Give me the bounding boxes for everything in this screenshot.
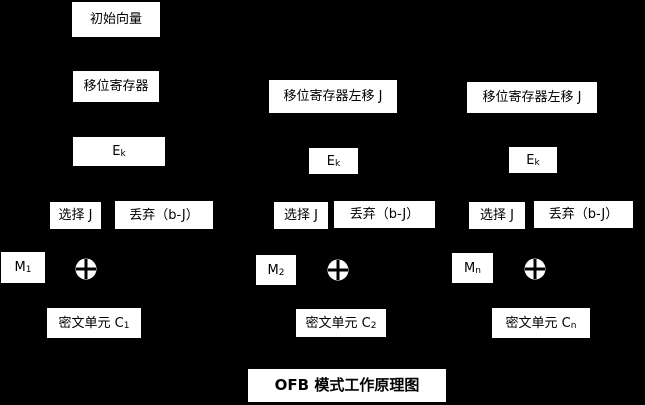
discard-box-1: 丢弃（b-J） — [115, 201, 213, 229]
xor-icon — [75, 258, 97, 280]
initial-vector-box: 初始向量 — [72, 2, 160, 37]
discard-box-2: 丢弃（b-J） — [334, 201, 435, 228]
encrypt-label: E — [526, 152, 535, 168]
discard-box-3: 丢弃（b-J） — [534, 201, 633, 228]
select-box-2: 选择 J — [274, 202, 328, 229]
encrypt-subscript: k — [335, 158, 341, 169]
shift-register-box-3: 移位寄存器左移 J — [467, 82, 597, 113]
ciphertext-subscript: n — [570, 320, 577, 331]
encrypt-subscript: k — [120, 149, 126, 159]
encrypt-subscript: k — [534, 157, 540, 168]
xor-icon — [327, 259, 349, 281]
select-box-3: 选择 J — [469, 202, 525, 229]
message-label: M — [14, 260, 26, 275]
message-subscript: 1 — [25, 265, 32, 275]
ciphertext-subscript: 1 — [123, 320, 130, 331]
message-label: M — [267, 262, 279, 278]
message-subscript: n — [475, 265, 481, 276]
diagram-title: OFB 模式工作原理图 — [248, 369, 446, 402]
encrypt-label: E — [112, 144, 121, 159]
shift-register-box-1: 移位寄存器 — [73, 71, 159, 102]
shift-register-box-2: 移位寄存器左移 J — [269, 80, 397, 113]
ciphertext-label: 密文单元 C — [305, 315, 371, 331]
ciphertext-label: 密文单元 C — [58, 315, 124, 331]
ciphertext-subscript: 2 — [370, 320, 377, 331]
xor-icon — [524, 258, 546, 280]
message-subscript: 2 — [278, 267, 285, 278]
ciphertext-label: 密文单元 C — [505, 315, 571, 331]
select-box-1: 选择 J — [50, 202, 101, 229]
encrypt-label: E — [326, 153, 335, 169]
message-label: M — [464, 260, 476, 276]
